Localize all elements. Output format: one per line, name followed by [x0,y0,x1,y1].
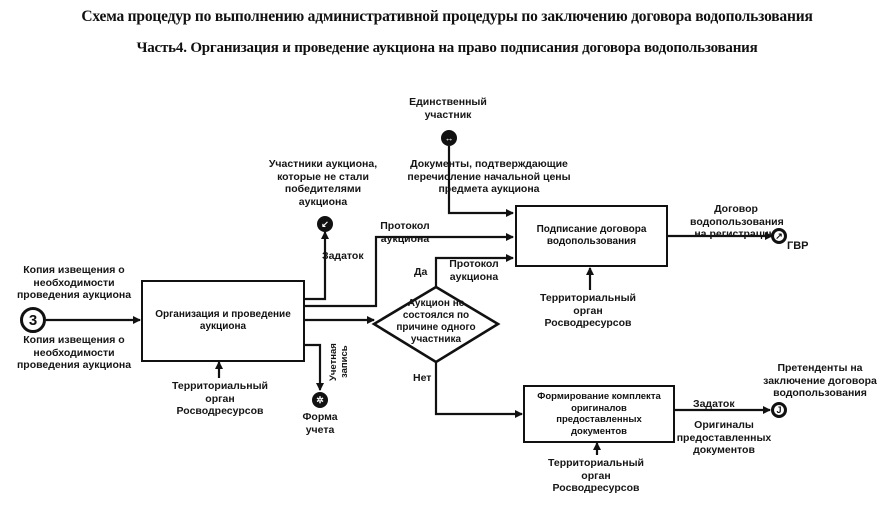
decision-no-label: Нет [413,372,432,384]
losers-node: ↙ [317,216,333,232]
arrow-decision-no [434,362,523,418]
diagram-subtitle: Часть4. Организация и проведение аукцион… [136,40,758,56]
single-participant-node: ↔ [441,130,457,146]
arrow-protocol-sign [304,233,514,308]
input-label-bottom: Копия извещения о необходимости проведен… [16,334,132,371]
control-label-1: Территориальный орган Росводресурсов [171,380,269,417]
deposit-label-1: Задаток [322,250,364,262]
gvr-node: ↗ [771,228,787,244]
form-node: ✲ [312,392,328,408]
diagram-title: Схема процедур по выполнению администрат… [81,8,813,25]
arrow-accounting [304,343,324,391]
control-label-3: Территориальный орган Росводресурсов [547,457,645,494]
gvr-label: ГВР [787,240,809,252]
arrow-deposit-losers [304,231,329,301]
contract-registration-label: Договор водопользования на регистрацию [690,203,784,240]
protocol-label-1: Протокол аукциона [380,220,430,245]
originals-label: Оригиналы предоставленных документов [676,419,772,456]
decision-yes-label: Да [414,266,428,278]
documents-payment-label: Документы, подтверждающие перечисление н… [407,158,571,195]
start-node-3: 3 [20,307,46,333]
applicants-node: J [771,402,787,418]
box-sign-label: Подписание договора водопользования [536,223,647,248]
decision-label: Аукцион не состоялся по причине одного у… [396,298,476,345]
control-label-2: Территориальный орган Росводресурсов [539,292,637,329]
losers-label: Участники аукциона, которые не стали поб… [268,158,378,208]
accounting-records-label: Учетная запись [328,343,350,381]
arrow-decision-yes [434,254,514,287]
box-sign-contract[interactable]: Подписание договора водопользования [515,205,668,267]
single-participant-label: Единственный участник [409,96,487,121]
form-label: Форма учета [302,411,338,436]
arrow-single-sign [447,146,514,217]
box-organize-label: Организация и проведение аукциона [155,308,291,333]
applicants-label: Претенденты на заключение договора водоп… [763,362,877,399]
input-label-top: Копия извещения о необходимости проведен… [16,264,132,301]
box-assemble-documents[interactable]: Формирование комплекта оригиналов предос… [523,385,675,443]
deposit-label-2: Задаток [693,398,735,410]
protocol-label-2: Протокол аукциона [449,258,499,283]
decision-diamond [371,285,501,364]
box-organize-auction[interactable]: Организация и проведение аукциона [141,280,305,362]
box-assemble-label: Формирование комплекта оригиналов предос… [537,391,661,437]
